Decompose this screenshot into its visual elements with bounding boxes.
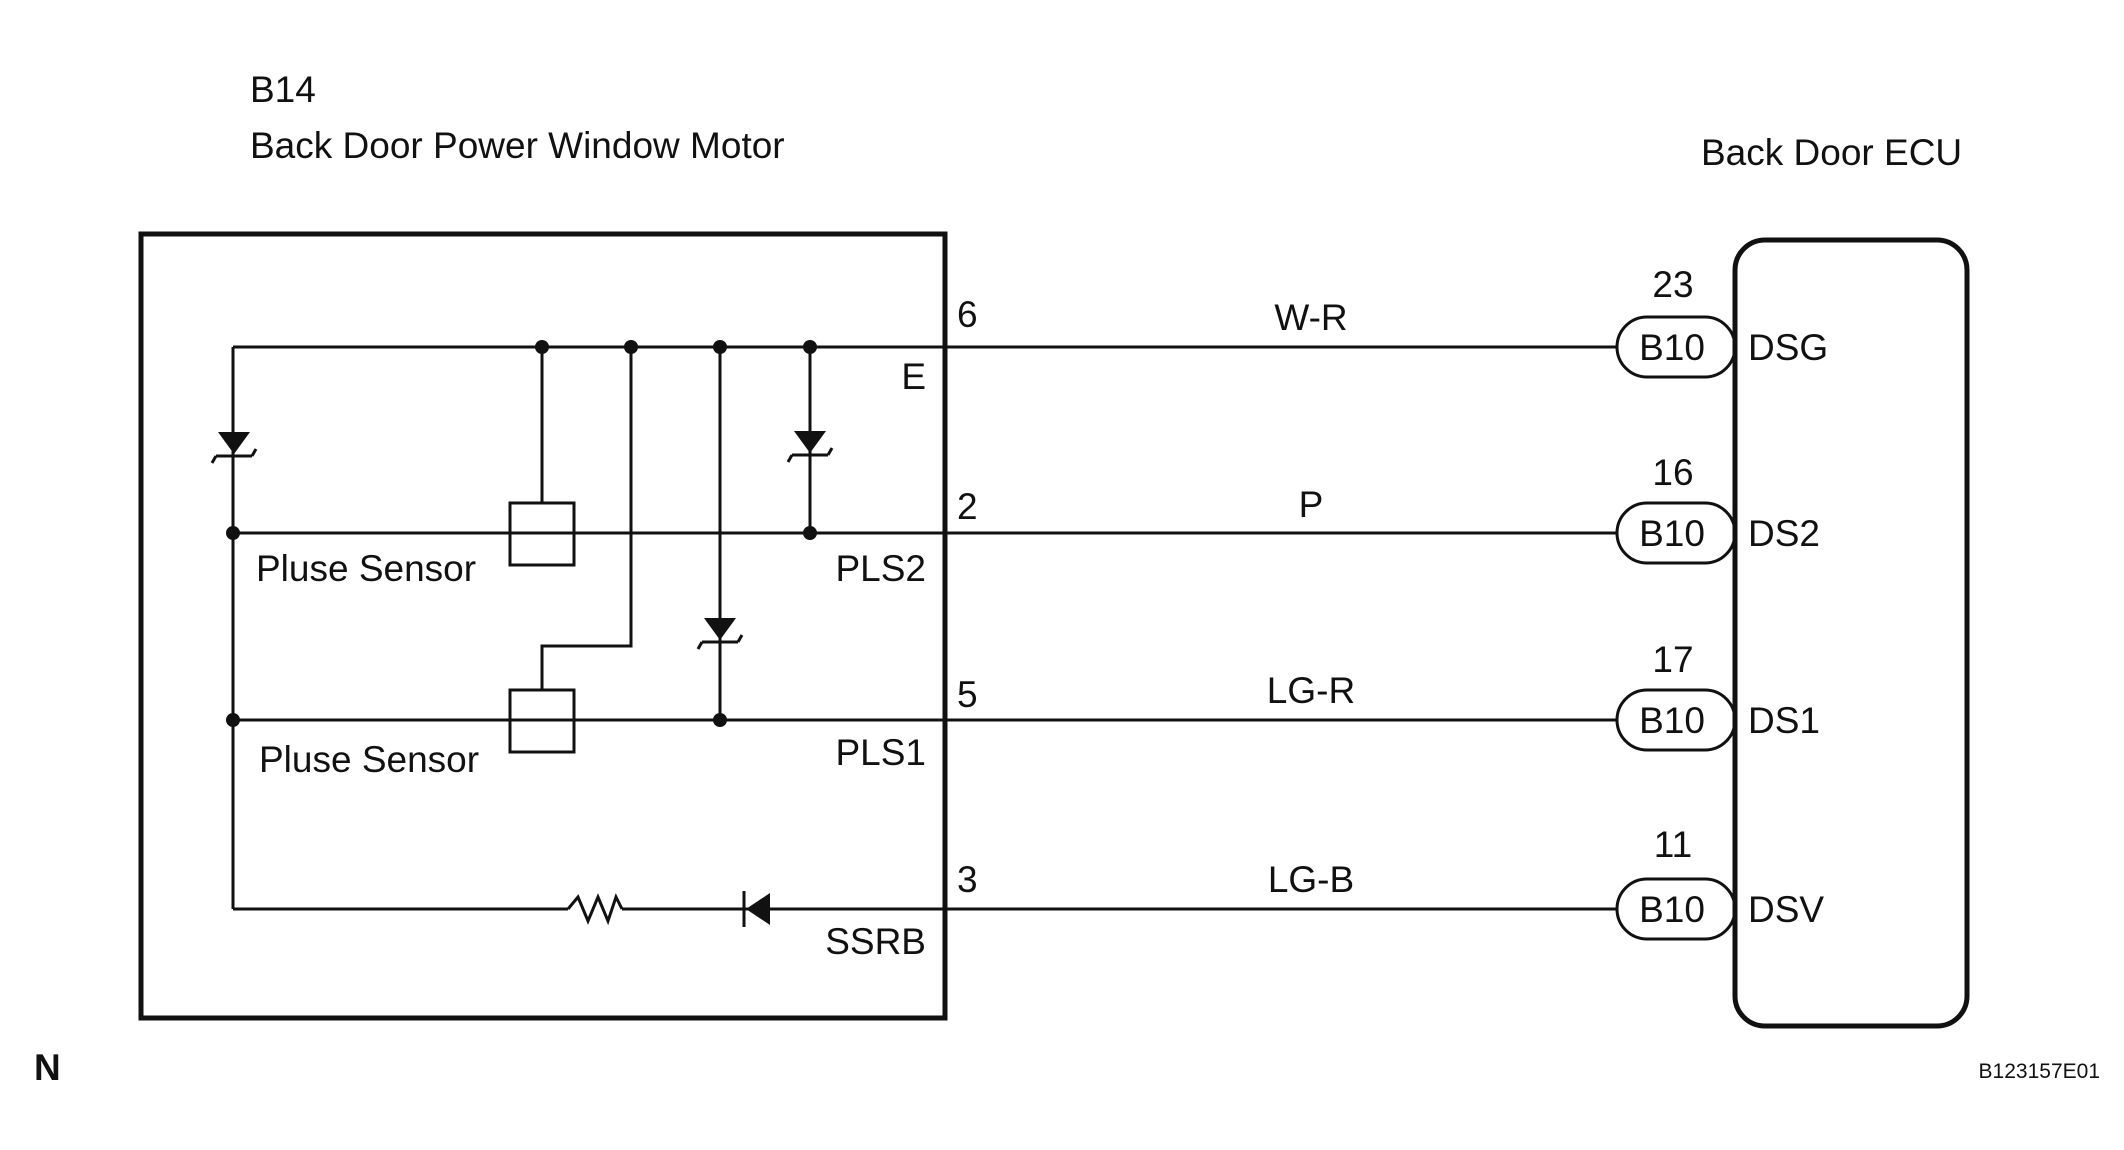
ecu-title: Back Door ECU — [1701, 132, 1962, 173]
motor-terminal-pls1: PLS1 — [835, 732, 926, 773]
pulse-sensor-2-box — [508, 501, 576, 567]
pulse-sensor-1-box — [508, 688, 576, 754]
connector-label: B10 — [1639, 700, 1705, 741]
ecu-pin-ds2: 16 — [1652, 452, 1693, 493]
wire-color-label: LG-B — [1268, 859, 1354, 900]
motor-code: B14 — [250, 69, 316, 110]
resistor-icon — [566, 893, 624, 926]
motor-pin-pls1: 5 — [957, 674, 978, 715]
connector-label: B10 — [1639, 513, 1705, 554]
motor-title: Back Door Power Window Motor — [250, 125, 785, 166]
ecu-terminal-dsv: DSV — [1748, 889, 1824, 930]
connector-b10 — [1615, 501, 1737, 565]
ecu-terminal-ds2: DS2 — [1748, 513, 1820, 554]
wire-color-label: LG-R — [1267, 670, 1355, 711]
sensor-label-lower: Pluse Sensor — [259, 739, 479, 780]
motor-internal-circuit — [210, 340, 945, 927]
sensor-label-upper: Pluse Sensor — [256, 548, 476, 589]
motor-terminal-pls2: PLS2 — [835, 548, 926, 589]
connector-b10 — [1615, 877, 1737, 941]
zener-diode-right-icon — [786, 431, 834, 463]
connector-b10 — [1615, 315, 1737, 379]
footer-left-mark: N — [34, 1047, 61, 1088]
zener-diode-left-icon — [210, 432, 258, 464]
wire-color-label: W-R — [1274, 297, 1347, 338]
ecu-box — [1732, 237, 1970, 1029]
motor-pin-pls2: 2 — [957, 486, 978, 527]
motor-terminal-ssrb: SSRB — [825, 921, 926, 962]
connector-label: B10 — [1639, 327, 1705, 368]
connector-label: B10 — [1639, 889, 1705, 930]
connector-b10 — [1615, 688, 1737, 752]
diode-ssrb-icon — [742, 891, 770, 927]
motor-pin-ssrb: 3 — [957, 859, 978, 900]
wire-color-label: P — [1299, 484, 1324, 525]
figure-id: B123157E01 — [1979, 1060, 2100, 1083]
motor-box — [138, 231, 948, 1021]
ecu-terminal-dsg: DSG — [1748, 327, 1828, 368]
motor-pin-e: 6 — [957, 294, 978, 335]
ecu-pin-dsv: 11 — [1654, 824, 1692, 865]
ecu-terminal-ds1: DS1 — [1748, 700, 1820, 741]
ecu-pin-ds1: 17 — [1652, 639, 1693, 680]
ecu-pin-dsg: 23 — [1652, 264, 1693, 305]
motor-terminal-e: E — [901, 356, 926, 397]
zener-diode-middle-icon — [696, 618, 744, 650]
